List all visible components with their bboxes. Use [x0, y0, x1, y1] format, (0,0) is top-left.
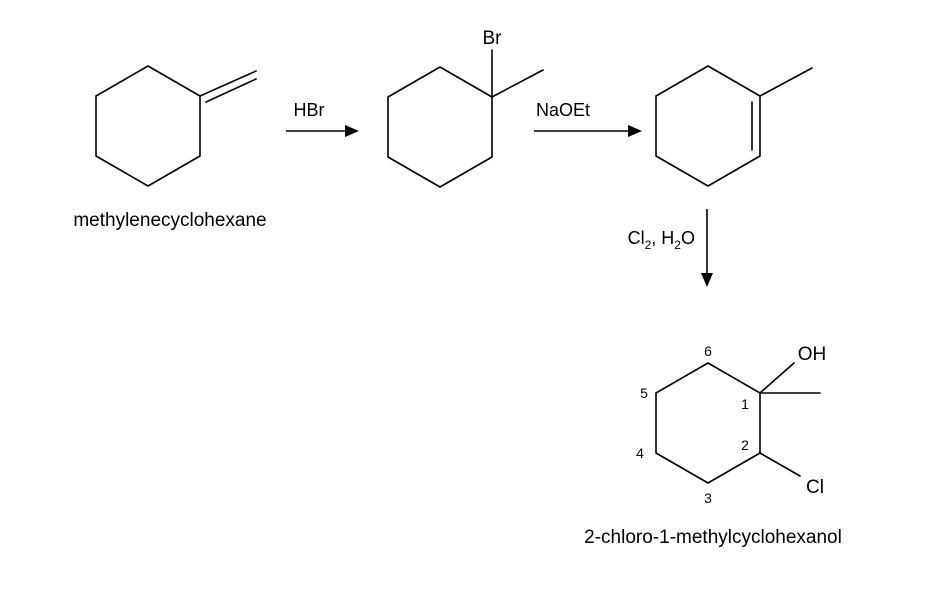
- reagent-hbr: HBr: [294, 100, 325, 120]
- reagent-chlorine-symbol: Cl: [628, 228, 645, 248]
- arrow-naoet: [534, 125, 642, 137]
- reagent-cl2-h2o: Cl2, H2O: [628, 228, 695, 252]
- arrow-cl2-h2o: [701, 209, 713, 287]
- methylenecyclohexane-structure: [95, 65, 257, 187]
- ring-number-2: 2: [741, 437, 749, 453]
- bromomethylcyclohexane-structure: [387, 49, 544, 188]
- ring-number-5: 5: [640, 385, 648, 401]
- reagent-naoet: NaOEt: [536, 100, 590, 120]
- bromine-atom: Br: [483, 28, 503, 49]
- reagent-chlorine-subscript: 2: [645, 238, 652, 252]
- ring-number-6: 6: [704, 343, 712, 359]
- methylcyclohexene-structure: [655, 65, 813, 187]
- chloromethylcyclohexanol-structure: [655, 362, 821, 484]
- hydroxyl-group: OH: [798, 344, 827, 365]
- chlorine-atom: Cl: [806, 477, 824, 498]
- ring-number-3: 3: [704, 490, 712, 506]
- ring-number-1: 1: [741, 396, 749, 412]
- reagent-hydrogen-symbol: H: [661, 228, 674, 248]
- reagent-oxygen-symbol: O: [681, 228, 695, 248]
- product-compound-name: 2-chloro-1-methylcyclohexanol: [584, 527, 842, 548]
- reagent-separator: ,: [651, 228, 661, 248]
- reagent-hydrogen-subscript: 2: [674, 238, 681, 252]
- ring-number-4: 4: [636, 445, 644, 461]
- start-compound-name: methylenecyclohexane: [73, 210, 266, 231]
- arrow-hbr: [286, 125, 359, 137]
